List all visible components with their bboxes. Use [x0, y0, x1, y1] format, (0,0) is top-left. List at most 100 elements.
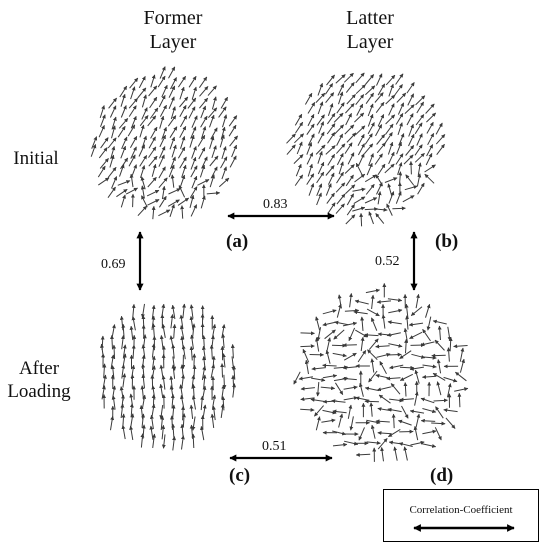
vector-arrow	[316, 114, 325, 126]
vector-arrow	[177, 197, 190, 206]
vector-arrow	[221, 333, 226, 348]
vector-arrow	[190, 204, 198, 217]
vector-arrow	[220, 363, 225, 378]
vector-arrow	[131, 303, 136, 319]
panel-d-vector-field	[293, 282, 469, 462]
vector-arrow	[307, 102, 316, 114]
vector-arrow	[355, 452, 371, 457]
vector-arrow	[152, 433, 157, 448]
vector-arrow	[120, 145, 127, 159]
vector-arrow	[308, 183, 315, 196]
vector-arrow	[336, 102, 345, 114]
vector-arrow	[232, 365, 237, 380]
vector-arrow	[199, 86, 209, 97]
vector-arrow	[137, 87, 147, 99]
vector-arrow	[434, 339, 445, 351]
panel-c-vector-field	[100, 303, 237, 451]
vector-arrow	[347, 404, 353, 419]
vector-arrow	[141, 424, 146, 439]
vector-arrow	[459, 347, 465, 362]
vector-arrow	[364, 133, 373, 145]
vector-arrow	[347, 152, 355, 165]
vector-arrow	[209, 136, 215, 149]
vector-arrow	[326, 337, 332, 352]
vector-arrow	[454, 387, 469, 392]
vector-arrow	[190, 165, 198, 178]
vector-arrow	[388, 151, 395, 165]
vector-arrow	[129, 425, 134, 440]
vector-arrow	[326, 112, 336, 125]
vector-arrow	[420, 418, 436, 423]
panel-a-vector-field	[90, 66, 238, 220]
vector-arrow	[397, 122, 403, 136]
vector-arrow	[161, 323, 166, 338]
vector-arrow	[315, 416, 321, 431]
vector-arrow	[228, 115, 238, 127]
vector-arrow	[168, 96, 175, 109]
vector-arrow	[364, 386, 380, 392]
vector-arrow	[111, 324, 116, 339]
vector-arrow	[168, 85, 176, 98]
vector-arrow	[396, 141, 402, 155]
vector-arrow	[315, 337, 320, 352]
vector-arrow	[437, 325, 442, 341]
vector-arrow	[354, 299, 369, 305]
vector-arrow	[148, 136, 156, 149]
vector-arrow	[368, 153, 374, 166]
vector-arrow	[375, 419, 390, 424]
vector-arrow	[320, 386, 336, 391]
vector-arrow	[324, 329, 336, 340]
vector-arrow	[376, 142, 386, 154]
vector-arrow	[170, 174, 175, 188]
row-label-after-line2: Loading	[7, 380, 71, 402]
vector-arrow	[317, 82, 324, 96]
vector-arrow	[355, 84, 366, 95]
vector-arrow	[405, 145, 415, 156]
vector-arrow	[286, 144, 296, 155]
vector-arrow	[443, 408, 458, 413]
column-header-latter-line2: Layer	[346, 31, 394, 53]
vector-arrow	[385, 94, 396, 105]
vector-arrow	[374, 207, 388, 212]
vector-arrow	[121, 136, 128, 150]
vector-arrow	[436, 359, 442, 374]
vector-arrow	[403, 382, 408, 397]
vector-arrow	[337, 83, 345, 96]
vector-arrow	[168, 66, 176, 79]
vector-arrow	[376, 299, 392, 304]
vector-arrow	[311, 366, 326, 371]
vector-arrow	[336, 193, 346, 205]
vector-arrow	[377, 114, 385, 127]
vector-arrow	[172, 436, 177, 451]
vector-arrow	[100, 114, 106, 127]
vector-arrow	[171, 404, 176, 419]
vector-arrow	[374, 153, 383, 165]
vector-arrow	[399, 365, 415, 370]
vector-arrow	[398, 442, 413, 447]
vector-arrow	[228, 124, 237, 137]
vector-arrow	[355, 329, 368, 338]
vector-arrow	[167, 115, 177, 127]
vector-arrow	[403, 446, 408, 461]
vector-arrow	[179, 115, 188, 128]
vector-arrow	[342, 343, 357, 348]
vector-arrow	[368, 338, 379, 350]
vector-arrow	[367, 103, 374, 117]
vector-arrow	[391, 413, 396, 429]
vector-arrow	[180, 435, 185, 450]
vector-arrow	[366, 162, 373, 176]
vector-arrow	[325, 145, 336, 155]
vector-arrow	[151, 323, 156, 338]
vector-arrow	[379, 361, 387, 375]
column-header-latter: Latter Layer	[315, 6, 425, 54]
vector-arrow	[406, 113, 414, 126]
vector-arrow	[432, 319, 447, 325]
vector-arrow	[181, 405, 186, 421]
vector-arrow	[422, 328, 431, 342]
vector-arrow	[408, 123, 414, 137]
vector-arrow	[375, 124, 383, 137]
vector-arrow	[190, 156, 197, 170]
vector-arrow	[220, 403, 225, 418]
vector-arrow	[387, 298, 403, 303]
